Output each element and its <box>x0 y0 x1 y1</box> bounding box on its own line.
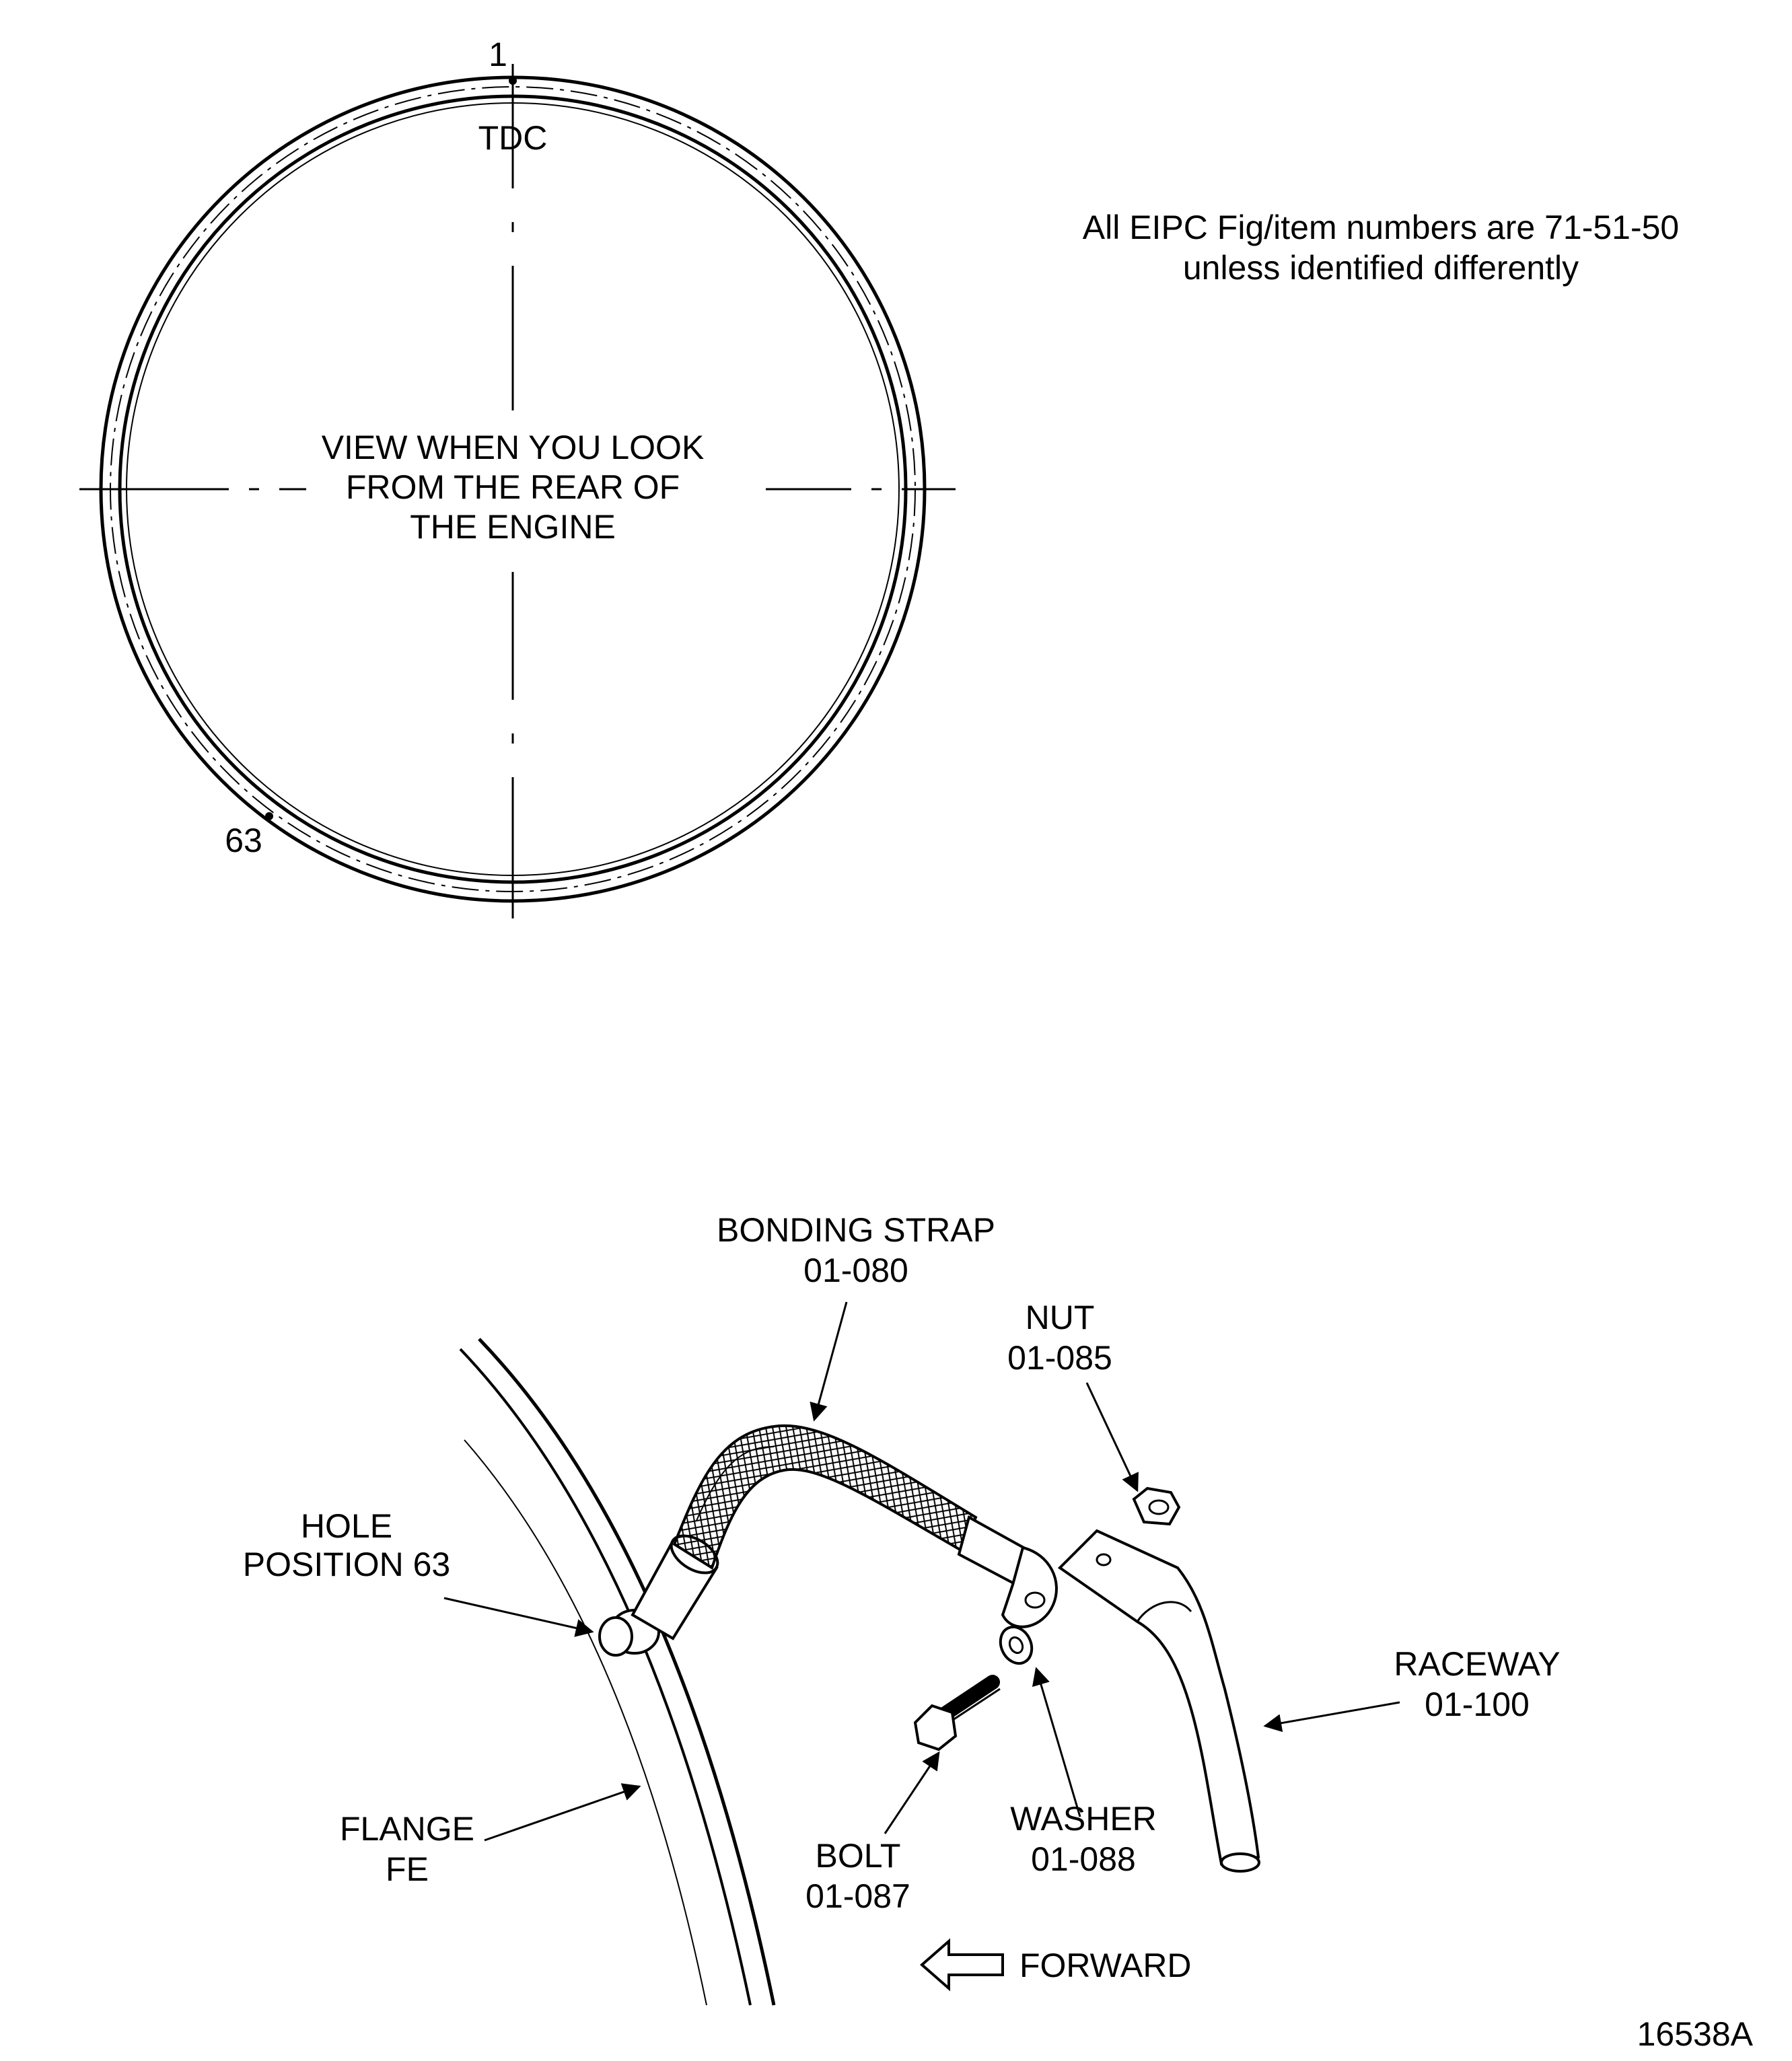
raceway-label: RACEWAY <box>1394 1645 1560 1683</box>
bonding-strap-item-number: 01-080 <box>803 1252 908 1289</box>
hole-label: HOLE <box>301 1507 392 1545</box>
bolt-item-number: 01-087 <box>805 1877 910 1915</box>
nut-label: NUT <box>1026 1299 1095 1336</box>
view-label-line-1: VIEW WHEN YOU LOOK <box>322 429 705 466</box>
hole-marker-63 <box>265 812 273 820</box>
washer <box>999 1625 1034 1665</box>
view-label-line-3: THE ENGINE <box>410 508 616 546</box>
flange-label: FLANGE <box>340 1810 474 1848</box>
washer-item-number: 01-088 <box>1031 1840 1136 1878</box>
hole-position-label: POSITION 63 <box>243 1546 450 1583</box>
eipc-note-line-2: unless identified differently <box>1183 249 1579 287</box>
hole-number-63: 63 <box>225 822 262 859</box>
bonding-strap-label: BONDING STRAP <box>717 1211 995 1249</box>
raceway <box>1057 1529 1260 1873</box>
washer-label: WASHER <box>1010 1800 1157 1838</box>
leader-arrows <box>443 1301 1400 1842</box>
bolt <box>913 1674 1001 1751</box>
hole-number-1: 1 <box>489 36 507 73</box>
bolt-label: BOLT <box>816 1837 901 1875</box>
hole-marker-1 <box>509 77 517 85</box>
view-label-line-2: FROM THE REAR OF <box>346 468 680 506</box>
nut-item-number: 01-085 <box>1007 1339 1112 1377</box>
forward-arrow-icon <box>919 1938 1004 1992</box>
eipc-note-line-1: All EIPC Fig/item numbers are 71-51-50 <box>1083 209 1679 246</box>
flange-fe <box>459 1338 776 2006</box>
raceway-item-number: 01-100 <box>1425 1686 1530 1723</box>
flange-ring-view: 1 TDC VIEW WHEN YOU LOOK FROM THE REAR O… <box>79 36 956 918</box>
figure-id: 16538A <box>1637 2015 1754 2053</box>
installation-detail: BONDING STRAP 01-080 NUT 01-085 HOLE POS… <box>243 1211 1754 2053</box>
tdc-label: TDC <box>478 119 548 157</box>
bonding-strap <box>631 1424 1058 1640</box>
nut <box>1132 1486 1181 1526</box>
flange-designation: FE <box>386 1850 429 1888</box>
forward-label: FORWARD <box>1019 1947 1192 1984</box>
